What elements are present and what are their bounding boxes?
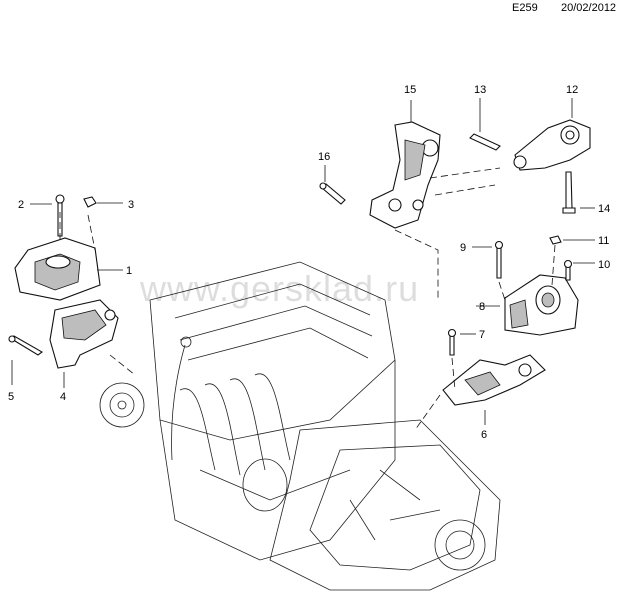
callout-6: 6: [481, 429, 487, 441]
callout-9: 9: [460, 242, 466, 254]
callout-labels: 1 2 3 4 5 6 7 8 9 10 11 12 13 14 15 16: [8, 84, 610, 441]
right-engine-mount: [414, 235, 595, 431]
callout-14: 14: [598, 203, 610, 215]
callout-15: 15: [404, 84, 416, 96]
callout-16: 16: [318, 151, 330, 163]
callout-4: 4: [60, 391, 66, 403]
diagram-date: 20/02/2012: [561, 2, 617, 14]
watermark-text: www.gersklad.ru: [140, 268, 420, 309]
callout-3: 3: [128, 199, 134, 211]
diagram-code: E259: [512, 2, 538, 14]
callout-1: 1: [126, 265, 132, 277]
callout-5: 5: [8, 391, 14, 403]
callout-8: 8: [479, 301, 485, 313]
engine-assembly: [99, 261, 501, 591]
callout-11: 11: [598, 235, 609, 247]
left-engine-mount: [8, 194, 136, 388]
callout-2: 2: [18, 199, 24, 211]
upper-torque-rod-assembly: [319, 98, 595, 300]
callout-13: 13: [474, 84, 486, 96]
callout-7: 7: [479, 329, 485, 341]
callout-10: 10: [598, 259, 610, 271]
callout-12: 12: [566, 84, 578, 96]
